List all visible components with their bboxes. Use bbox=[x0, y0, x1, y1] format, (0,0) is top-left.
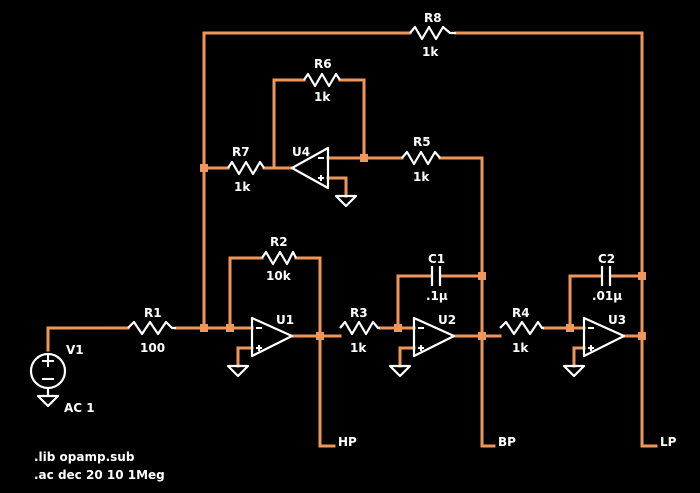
resistor-r4[interactable] bbox=[499, 320, 544, 336]
ground-icon bbox=[388, 364, 412, 378]
wire-u4-gnd bbox=[326, 176, 348, 198]
resistor-zigzag bbox=[339, 320, 380, 336]
opamp-u2[interactable] bbox=[412, 316, 456, 358]
resistor-zigzag bbox=[127, 320, 176, 336]
wire-u1-gnd bbox=[236, 346, 254, 368]
label-r8-value: 1k bbox=[422, 45, 439, 59]
junction-dot bbox=[478, 272, 486, 280]
resistor-r5[interactable] bbox=[401, 150, 441, 166]
label-u1-ref: U1 bbox=[276, 313, 294, 327]
wire-r5-bp bbox=[438, 156, 484, 448]
resistor-zigzag bbox=[227, 160, 265, 176]
label-u3-ref: U3 bbox=[608, 313, 626, 327]
junction-dot bbox=[638, 332, 646, 340]
net-label-bp: BP bbox=[498, 435, 516, 449]
resistor-zigzag bbox=[261, 250, 297, 266]
junction-dot bbox=[394, 324, 402, 332]
label-r5-ref: R5 bbox=[413, 135, 431, 149]
junction-dot bbox=[360, 154, 368, 162]
wire-c2-left bbox=[568, 274, 602, 330]
label-c1-value: .1µ bbox=[426, 289, 448, 303]
ground-icon bbox=[334, 194, 358, 208]
resistor-r7[interactable] bbox=[227, 160, 265, 176]
wire-u3-gnd bbox=[572, 346, 586, 368]
label-v1-ref: V1 bbox=[66, 343, 84, 357]
wire-r2-left bbox=[228, 256, 264, 330]
net-labels: HP BP LP bbox=[338, 435, 677, 449]
wire-hp bbox=[318, 334, 336, 448]
resistor-r2[interactable] bbox=[261, 250, 297, 266]
resistor-zigzag bbox=[499, 320, 544, 336]
wire-u2-gnd bbox=[398, 346, 416, 368]
opamp-u1[interactable] bbox=[250, 316, 294, 358]
label-r8-ref: R8 bbox=[424, 11, 442, 25]
resistor-r8[interactable] bbox=[409, 25, 456, 41]
wire-r6-left bbox=[272, 78, 306, 170]
wire-summing-node bbox=[202, 31, 412, 330]
junction-dot bbox=[200, 164, 208, 172]
wire-v1-r1 bbox=[46, 326, 130, 352]
label-c2-ref: C2 bbox=[598, 252, 615, 266]
ground-icon bbox=[226, 364, 250, 378]
label-r1-value: 100 bbox=[140, 341, 165, 355]
label-r3-ref: R3 bbox=[350, 306, 368, 320]
wire-r6-right bbox=[338, 78, 366, 160]
label-r7-ref: R7 bbox=[232, 145, 250, 159]
opamp-triangle bbox=[582, 316, 626, 358]
capacitor-c2[interactable] bbox=[600, 266, 612, 286]
label-r6-value: 1k bbox=[314, 90, 331, 104]
label-u4-ref: U4 bbox=[292, 145, 310, 159]
opamp-u4[interactable] bbox=[290, 146, 330, 190]
label-r2-ref: R2 bbox=[270, 235, 288, 249]
opamp-triangle bbox=[290, 146, 330, 190]
component-labels: R1 100 R2 10k R3 1k R4 1k R5 1k R6 1k R7… bbox=[64, 11, 626, 415]
resistor-zigzag bbox=[409, 25, 456, 41]
capacitor-c1[interactable] bbox=[430, 266, 442, 286]
label-r4-value: 1k bbox=[512, 341, 529, 355]
resistor-zigzag bbox=[303, 72, 341, 88]
voltage-source-v1[interactable] bbox=[29, 352, 67, 396]
label-r4-ref: R4 bbox=[512, 306, 530, 320]
ground-icon bbox=[562, 364, 586, 378]
junction-dot bbox=[316, 332, 324, 340]
label-c1-ref: C1 bbox=[428, 252, 445, 266]
junction-dot bbox=[200, 324, 208, 332]
resistor-r1[interactable] bbox=[127, 320, 176, 336]
label-r2-value: 10k bbox=[266, 269, 292, 283]
label-r5-value: 1k bbox=[413, 170, 430, 184]
junction-dot bbox=[638, 272, 646, 280]
label-r3-value: 1k bbox=[350, 341, 367, 355]
resistor-zigzag bbox=[401, 150, 441, 166]
label-c2-value: .01µ bbox=[592, 289, 622, 303]
net-label-lp: LP bbox=[660, 435, 677, 449]
wire-r2-right bbox=[294, 256, 322, 338]
wire-c1-left bbox=[396, 274, 432, 330]
junctions bbox=[200, 154, 646, 340]
directive-lib: .lib opamp.sub bbox=[34, 450, 135, 464]
junction-dot bbox=[566, 324, 574, 332]
resistor-r3[interactable] bbox=[339, 320, 380, 336]
resistor-r6[interactable] bbox=[303, 72, 341, 88]
junction-dot bbox=[226, 324, 234, 332]
label-r1-ref: R1 bbox=[144, 306, 162, 320]
spice-directives: .lib opamp.sub .ac dec 20 10 1Meg bbox=[34, 450, 165, 482]
net-label-hp: HP bbox=[338, 435, 357, 449]
opamp-triangle bbox=[412, 316, 456, 358]
label-v1-value: AC 1 bbox=[64, 401, 95, 415]
ground-icons bbox=[36, 194, 586, 408]
directive-ac: .ac dec 20 10 1Meg bbox=[34, 468, 165, 482]
ground-icon bbox=[36, 394, 60, 408]
label-r6-ref: R6 bbox=[314, 57, 332, 71]
opamp-triangle bbox=[250, 316, 294, 358]
label-u2-ref: U2 bbox=[438, 313, 456, 327]
opamp-u3[interactable] bbox=[582, 316, 626, 358]
junction-dot bbox=[478, 332, 486, 340]
label-r7-value: 1k bbox=[234, 180, 251, 194]
wires bbox=[46, 31, 658, 448]
